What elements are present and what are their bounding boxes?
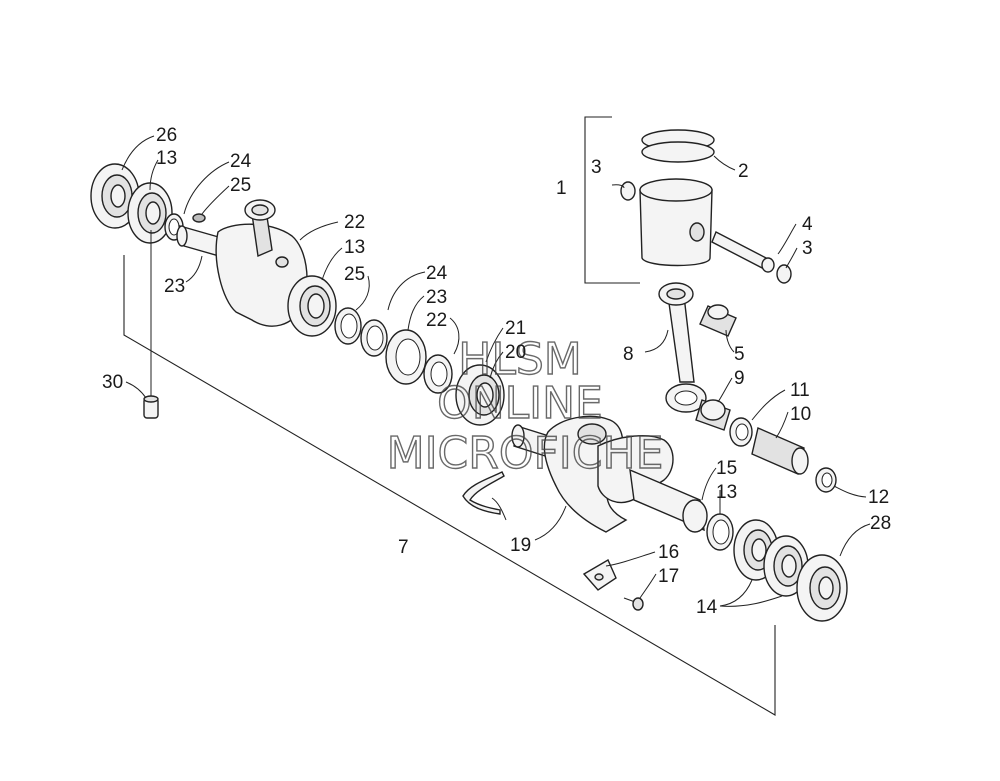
callout-28: 28 [870,513,891,534]
callout-7: 8 [623,344,634,365]
watermark-line-3: MICROFICHE [387,428,664,479]
callout-2: 2 [738,161,749,182]
callout-23: 25 [344,264,365,285]
small-ring-26 [164,213,184,241]
ring-12 [706,513,734,551]
callout-22: 24 [426,263,448,284]
circlip-3-right [776,264,792,284]
callout-27: 25 [230,175,251,196]
callout-9: 10 [790,404,811,425]
callout-3: 3 [591,157,602,178]
callout-17: 19 [510,535,531,556]
center-main-bearing [287,275,337,337]
left-main-bearing [127,182,173,244]
needle-bearing-5 [699,304,737,337]
callout-21: 23 [426,287,447,308]
left-outer-seal [90,163,140,229]
watermark: HLSM ONLINE MICROFICHE [386,333,664,479]
leader-lines [121,135,871,607]
screw-16 [623,597,644,611]
callout-16: 17 [658,566,679,587]
ring-23 [334,307,362,345]
callout-4: 4 [802,214,813,235]
washer-11 [815,467,837,493]
circlip-30 [462,471,505,515]
left-crank-half [176,199,308,327]
callout-26: 24 [230,151,252,172]
watermark-line-2: ONLINE [437,378,603,429]
callout-6: 7 [398,537,409,558]
callout-1: 1 [556,178,567,199]
circlip-3-left [620,181,636,201]
callout-13: 14 [696,597,718,618]
connecting-rod-7 [658,282,707,413]
callout-12: 13 [716,482,737,503]
callout-15: 16 [658,542,679,563]
callout-labels: 26 13 24 25 23 22 13 25 24 23 22 21 20 3… [102,125,891,618]
callout-3: 3 [802,238,813,259]
right-outer-seal [796,554,848,622]
callout-19: 21 [505,318,526,339]
piston-rings-2 [641,129,715,163]
retainer-plate-15 [582,559,617,591]
right-crank-half [511,415,708,533]
woodruff-key-27 [192,213,206,223]
callout-10: 11 [790,380,810,401]
callout-13: 13 [344,237,365,258]
callout-14: 15 [716,458,737,479]
callout-8: 9 [734,368,745,389]
watermark-line-1: HLSM [458,334,582,385]
piston-pin-4 [711,231,775,273]
callout-29: 30 [102,372,123,393]
crank-pin-9 [751,427,809,475]
locating-pin-29 [143,395,159,419]
callout-25: 23 [164,276,185,297]
callout-5: 5 [734,344,745,365]
assembly-bracket-lines [123,116,776,716]
ring-21 [385,329,427,385]
callout-24: 22 [344,212,365,233]
ring-22 [360,319,388,357]
piston [639,178,713,267]
callout-20: 22 [426,310,447,331]
callout-11: 12 [868,487,889,508]
callout-13: 13 [156,148,177,169]
callout-18: 20 [505,342,526,363]
ring-20 [423,354,453,394]
callout-28: 26 [156,125,177,146]
bearing-19 [455,364,505,426]
needle-bearing-8 [695,399,731,431]
washer-10 [729,417,753,447]
